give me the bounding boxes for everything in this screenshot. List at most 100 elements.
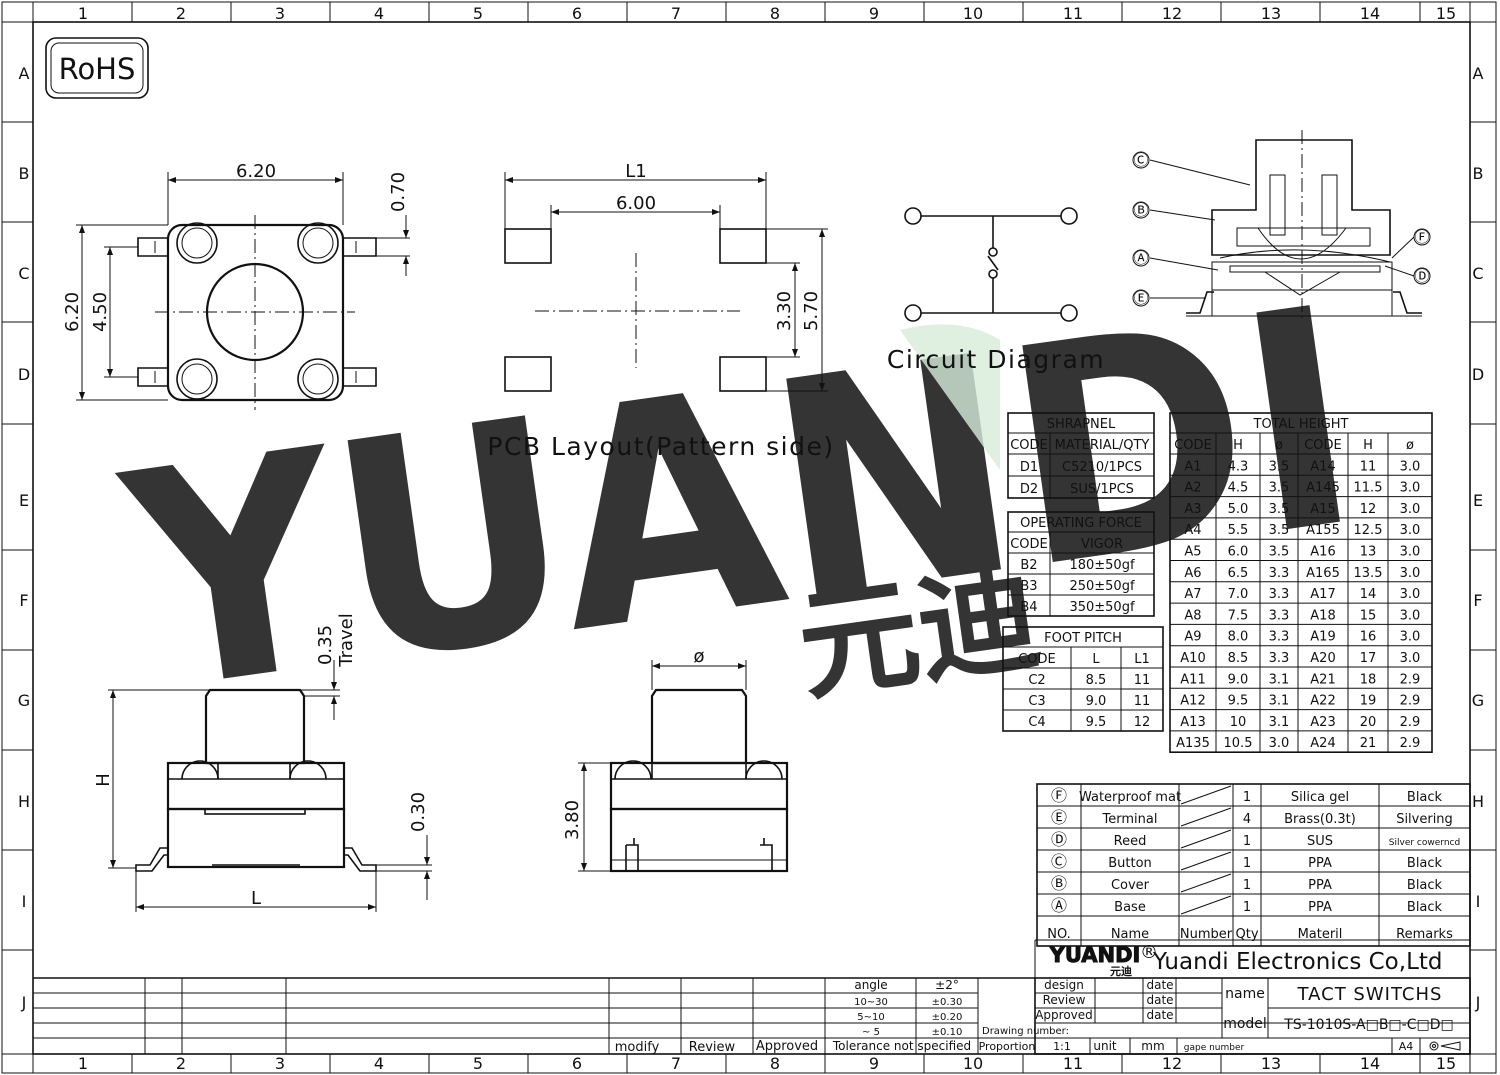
bom-cell: Black [1407,900,1443,915]
bom-cell: Ⓕ [1051,786,1067,805]
total-height-cell: 2.9 [1400,694,1421,709]
front-view: ø 3.80 [562,646,789,873]
bom-cell: 1 [1243,856,1251,871]
total-height-cell: A135 [1176,736,1210,751]
bom-header: Name [1111,927,1149,942]
col-marker-top: 5 [473,4,483,23]
bom-cell: Waterproof mat [1079,790,1181,805]
row-marker-left: J [21,993,27,1012]
tb-date-1: date [1146,978,1173,992]
total-height-cell: A12 [1180,694,1205,709]
total-height-cell: A24 [1310,736,1335,751]
total-height-cell: A1 [1184,459,1201,474]
row-marker-right: I [1476,892,1481,911]
bom-cell: 1 [1243,900,1251,915]
total-height-header: H [1233,438,1243,453]
tb-model-label: model [1223,1016,1267,1032]
col-marker-top: 13 [1261,4,1281,23]
bom-cell: Silvering [1396,812,1453,827]
col-marker-top: 8 [770,4,780,23]
row-marker-left: F [19,591,28,610]
total-height-cell: 9.5 [1228,694,1249,709]
total-height-cell: A5 [1184,545,1201,560]
shrapnel-header: CODE [1010,438,1048,453]
tb-review: Review [1043,993,1086,1007]
total-height-cell: 11 [1360,459,1377,474]
col-marker-bottom: 5 [473,1054,483,1073]
pcb-pitch-dim: 6.00 [616,193,656,214]
thickness-dim: 0.30 [408,792,429,832]
total-height-header: H [1363,438,1373,453]
total-height-cell: 3.3 [1269,651,1290,666]
operating-force-cell: B2 [1020,558,1037,573]
col-marker-bottom: 7 [671,1054,681,1073]
bom-cell: 4 [1243,812,1251,827]
total-height-cell: A21 [1310,672,1335,687]
bom-cell: Ⓒ [1051,852,1067,871]
row-marker-left: H [18,792,30,811]
foot-pitch-cell: 9.5 [1086,715,1107,730]
pcb-pad-span-dim: 5.70 [801,291,822,331]
bom-cell: Brass(0.3t) [1284,812,1356,827]
bom-header: Remarks [1396,927,1453,942]
total-height-cell: A16 [1310,545,1335,560]
bom-cell: Black [1407,878,1443,893]
total-height-cell: A14 [1310,459,1335,474]
total-height-cell: A6 [1184,566,1201,581]
total-height-cell: 10 [1230,715,1247,730]
total-height-header: CODE [1304,438,1342,453]
total-height-cell: 2.9 [1400,672,1421,687]
tol-r3v: ±0.10 [932,1027,963,1038]
col-marker-top: 3 [275,4,285,23]
section-view: Ⓒ Ⓑ Ⓐ Ⓔ Ⓕ Ⓓ [1132,130,1431,320]
total-height-header: CODE [1174,438,1212,453]
tb-date-3: date [1146,1008,1173,1022]
total-height-cell: 13 [1360,545,1377,560]
tb-logo-reg: ® [1140,942,1158,963]
tb-mm: mm [1141,1039,1164,1053]
bom-cell: Cover [1111,878,1150,893]
rev-review: Review [689,1040,736,1055]
col-marker-bottom: 11 [1063,1054,1083,1073]
total-height-cell: 5.0 [1228,502,1249,517]
col-marker-bottom: 14 [1360,1054,1380,1073]
total-height-cell: 3.0 [1400,523,1421,538]
bom-cell: Ⓔ [1051,808,1067,827]
side-view: 0.35 Travel H 0.30 L [93,613,432,912]
total-height-cell: 6.0 [1228,545,1249,560]
total-height-cell: 7.0 [1228,587,1249,602]
tol-r2v: ±0.20 [932,1012,963,1023]
total-height-cell: 5.5 [1228,523,1249,538]
total-height-cell: A11 [1180,672,1205,687]
row-marker-right: E [1473,491,1483,510]
travel-dim: 0.35 [315,625,336,665]
total-height-cell: 15 [1360,608,1377,623]
total-height-cell: 3.1 [1269,715,1290,730]
tb-logo: YUANDI [1049,943,1141,967]
col-marker-top: 9 [869,4,879,23]
total-height-cell: 21 [1360,736,1377,751]
bom-cell: Black [1407,856,1443,871]
total-height-cell: 3.3 [1269,630,1290,645]
shrapnel-cell: SUS/1PCS [1070,482,1134,497]
tb-model-value: TS-1010S-A□B□-C□D□ [1283,1017,1453,1033]
total-height-cell: A13 [1180,715,1205,730]
shrapnel-cell: D2 [1020,482,1038,497]
total-height-cell: 3.5 [1269,502,1290,517]
col-marker-bottom: 6 [572,1054,582,1073]
tol-r3: ~ 5 [862,1027,880,1038]
row-marker-left: E [19,491,29,510]
col-marker-bottom: 15 [1436,1054,1456,1073]
operating-force-cell: 180±50gf [1069,558,1134,573]
total-height-cell: 3.3 [1269,608,1290,623]
col-marker-bottom: 9 [869,1054,879,1073]
total-height-cell: 3.3 [1269,587,1290,602]
total-height-cell: 3.0 [1400,566,1421,581]
total-height-cell: A22 [1310,694,1335,709]
tb-scale: 1:1 [1053,1040,1071,1053]
total-height-cell: 18 [1360,672,1377,687]
total-height-cell: A15 [1310,502,1335,517]
tb-page-number: gape number [1184,1043,1245,1053]
total-height-cell: 3.5 [1269,459,1290,474]
